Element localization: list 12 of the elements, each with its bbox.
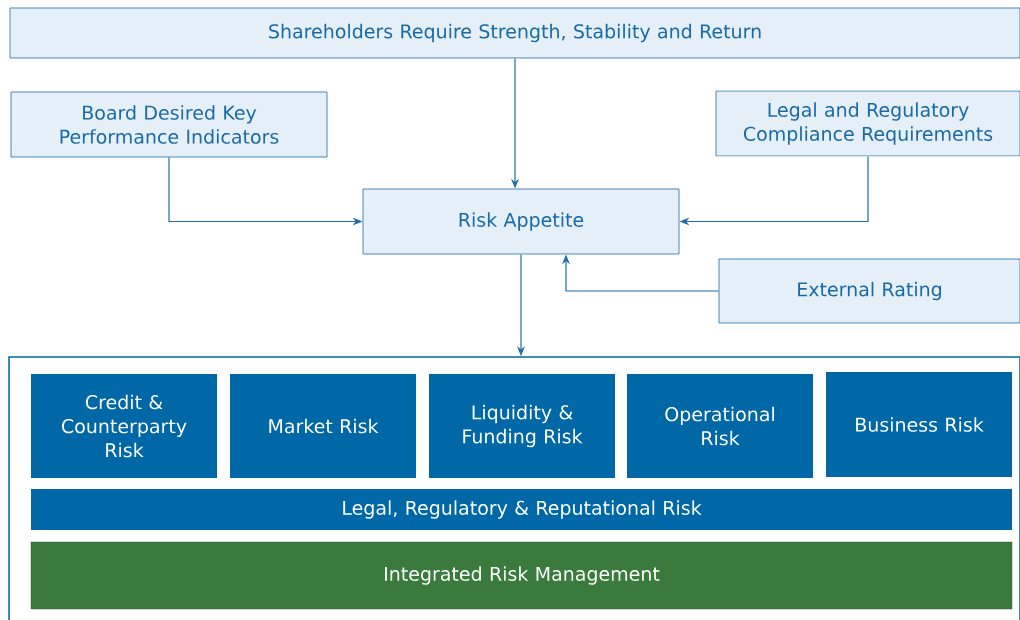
- risk-category-box: Legal, Regulatory & Reputational Risk: [31, 489, 1012, 530]
- process-box: Board Desired Key Performance Indicators: [10, 91, 328, 158]
- risk-category-box: Credit & Counterparty Risk: [31, 374, 217, 478]
- process-box: Legal and Regulatory Compliance Requirements: [715, 90, 1020, 157]
- risk-category-box: Operational Risk: [627, 374, 813, 478]
- risk-category-box: Business Risk: [826, 372, 1012, 477]
- process-box: Shareholders Require Strength, Stability and Return: [9, 7, 1020, 59]
- risk-category-box: Liquidity & Funding Risk: [429, 374, 615, 478]
- process-box: Risk Appetite: [362, 188, 680, 255]
- management-bar: Integrated Risk Management: [30, 541, 1013, 610]
- process-box: External Rating: [718, 258, 1020, 324]
- risk-category-box: Market Risk: [230, 374, 416, 478]
